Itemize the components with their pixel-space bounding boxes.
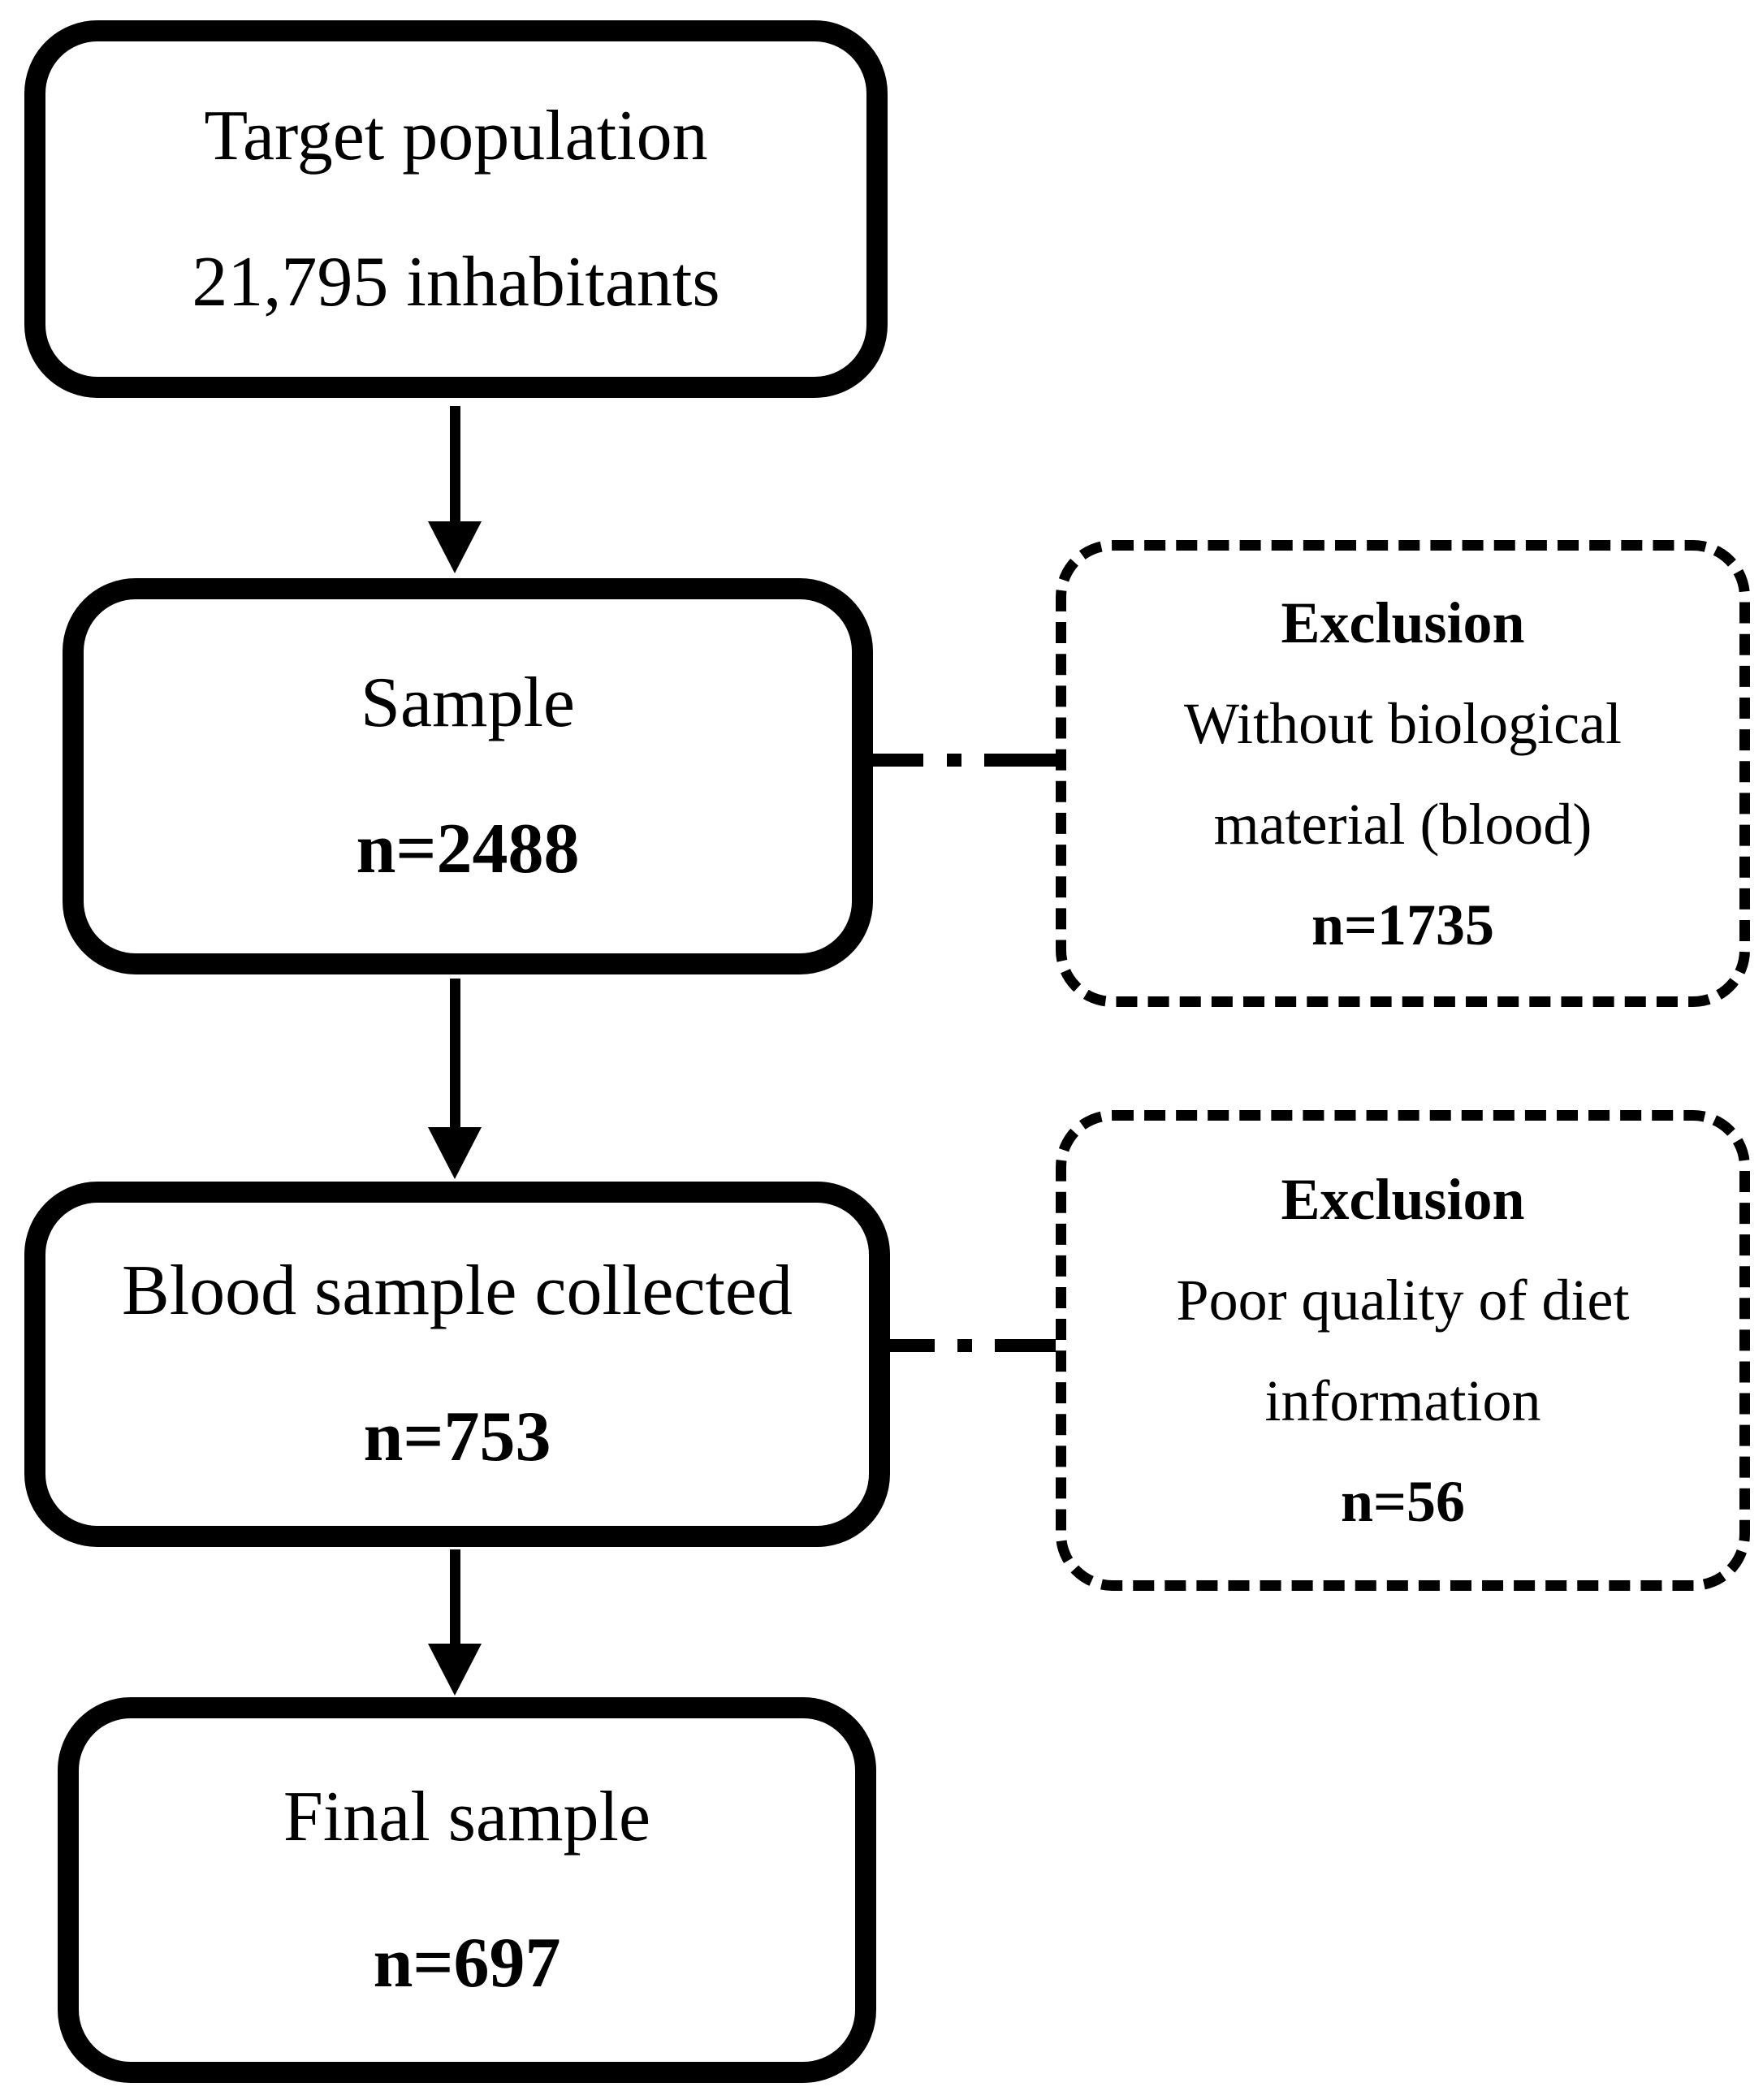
exclusion-title: Exclusion — [1281, 1167, 1525, 1232]
arrow-shaft — [449, 406, 460, 521]
arrow-head — [428, 521, 482, 573]
exclusion-reason-line: Without biological — [1183, 690, 1622, 756]
exclusion-reason-line: material (blood) — [1213, 791, 1592, 857]
connector-dot — [946, 754, 961, 767]
sample-label: Sample — [361, 663, 575, 742]
arrow-head — [428, 1127, 482, 1179]
arrow-down-icon — [428, 979, 482, 1179]
connector-dot — [957, 1339, 972, 1352]
exclusion-title: Exclusion — [1281, 590, 1525, 655]
blood-sample-count: n=753 — [363, 1398, 551, 1476]
box-target-population: Target population 21,795 inhabitants — [24, 20, 888, 398]
exclusion-count: n=1735 — [1311, 892, 1495, 957]
connector-dash — [984, 754, 1056, 767]
exclusion-reason-line: information — [1264, 1368, 1541, 1433]
exclusion-reason-line: Poor quality of diet — [1176, 1268, 1630, 1333]
sample-count: n=2488 — [356, 810, 580, 888]
exclusion-count: n=56 — [1340, 1469, 1466, 1534]
dash-dot-connector — [873, 754, 1056, 767]
box-final-sample: Final sample n=697 — [58, 1697, 876, 2083]
target-population-count: 21,795 inhabitants — [192, 242, 720, 322]
final-sample-label: Final sample — [283, 1777, 651, 1856]
dash-dot-connector — [890, 1339, 1056, 1352]
connector-dash — [890, 1339, 935, 1352]
arrow-down-icon — [428, 1549, 482, 1696]
final-sample-count: n=697 — [373, 1923, 561, 2003]
connector-dash — [873, 754, 923, 767]
exclusion-box-without-biological-material: Exclusion Without biological material (b… — [1056, 540, 1750, 1007]
box-blood-sample-collected: Blood sample collected n=753 — [24, 1182, 890, 1547]
target-population-label: Target population — [204, 96, 708, 175]
connector-dash — [995, 1339, 1056, 1352]
arrow-head — [428, 1644, 482, 1696]
arrow-down-icon — [428, 406, 482, 573]
blood-sample-label: Blood sample collected — [122, 1251, 793, 1330]
arrow-shaft — [449, 979, 460, 1127]
arrow-shaft — [449, 1549, 460, 1644]
box-sample: Sample n=2488 — [63, 578, 873, 974]
exclusion-box-poor-diet-information: Exclusion Poor quality of diet informati… — [1056, 1110, 1750, 1591]
